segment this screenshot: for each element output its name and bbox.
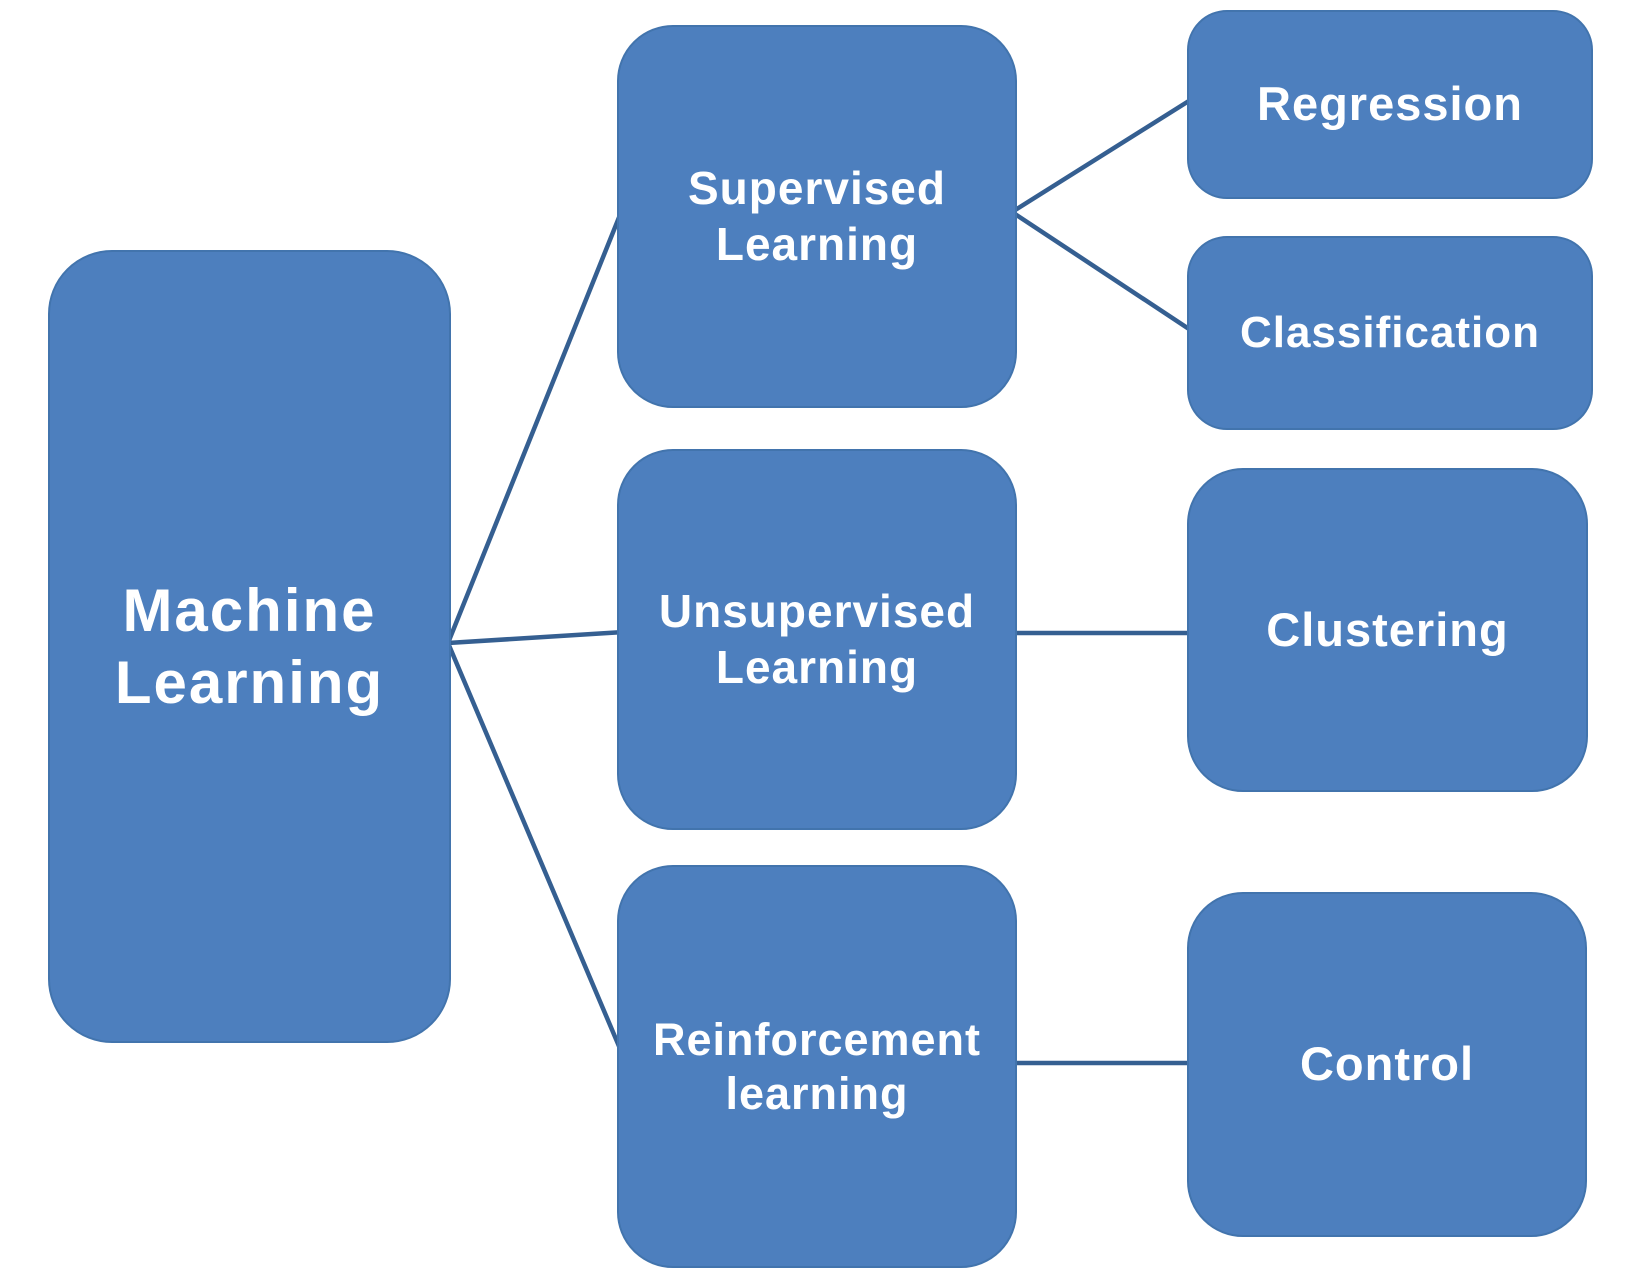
node-clustering: Clustering [1187,468,1588,792]
edge-machine-learning-supervised [445,202,627,646]
edge-supervised-classification [1009,209,1195,334]
node-machine-learning: Machine Learning [48,250,451,1043]
node-supervised-learning: Supervised Learning [617,25,1017,408]
node-unsupervised-learning: Unsupervised Learning [617,449,1017,830]
edge-machine-learning-reinforcement [445,640,627,1061]
node-classification: Classification [1187,236,1593,430]
edge-supervised-regression [1009,96,1195,215]
edge-machine-learning-unsupervised [445,629,627,646]
node-reinforcement-learning: Reinforcement learning [617,865,1017,1268]
node-control: Control [1187,892,1587,1237]
node-regression: Regression [1187,10,1593,199]
